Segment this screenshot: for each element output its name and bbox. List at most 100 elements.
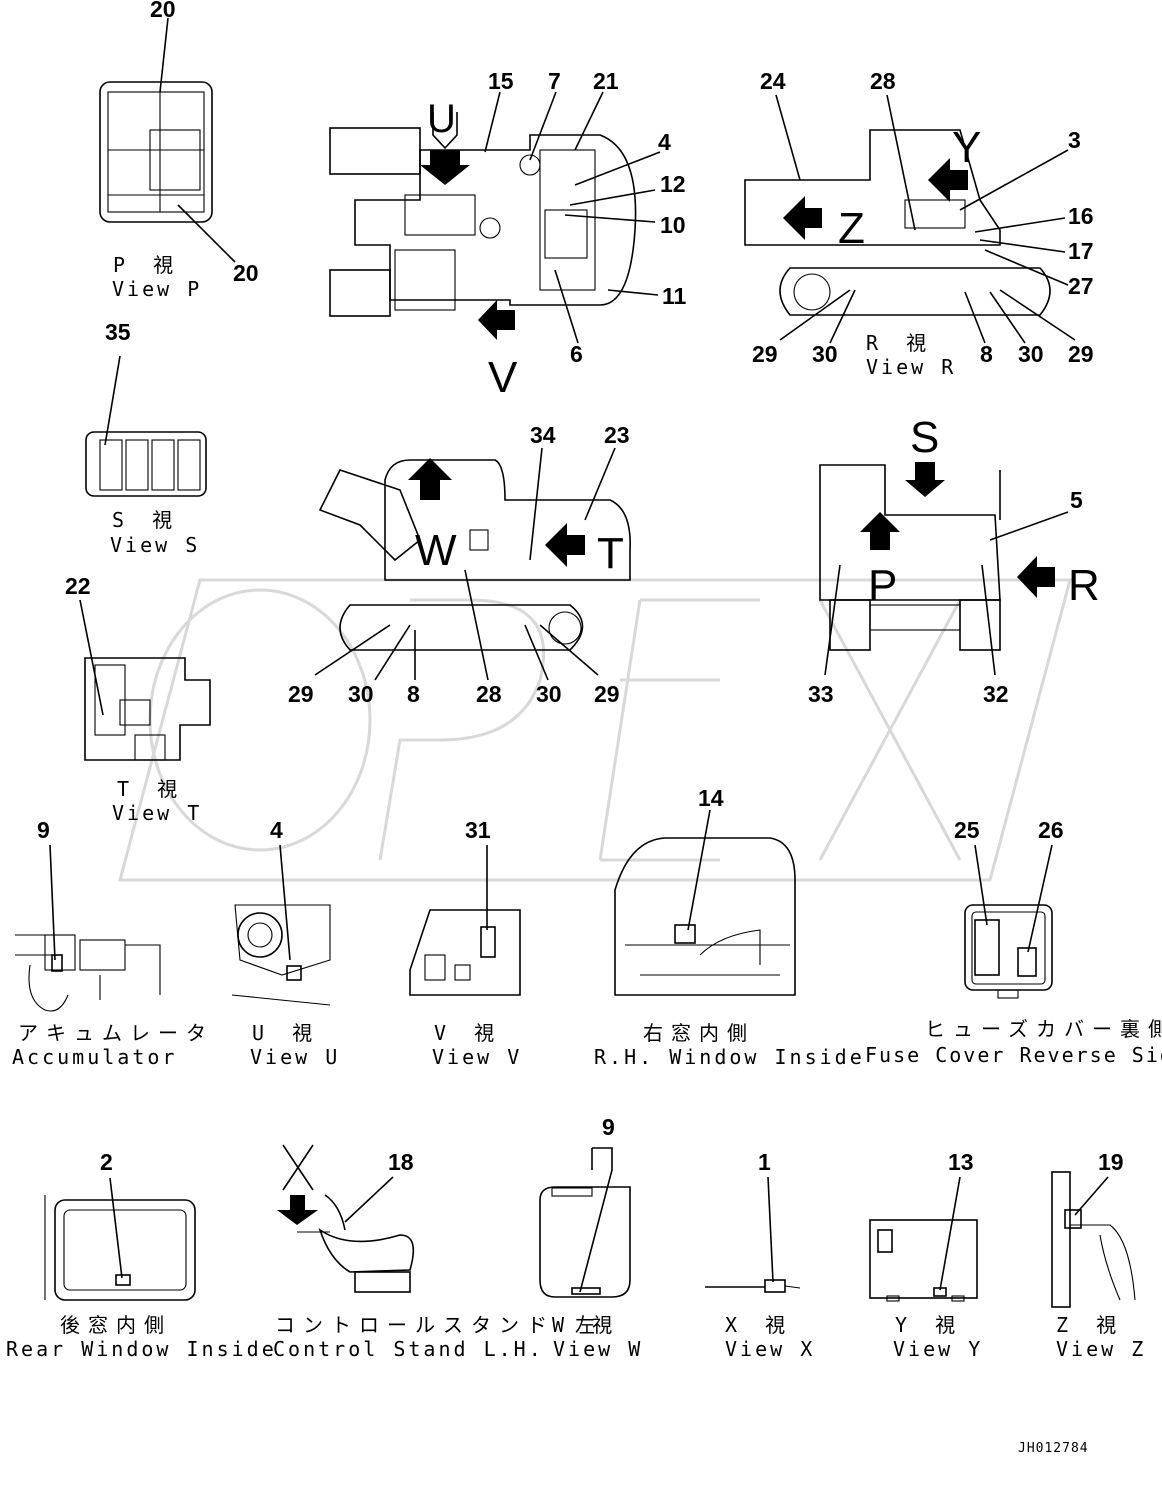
view-x: 1 X 視 View X	[705, 1149, 815, 1361]
callout-11: 11	[662, 283, 687, 309]
arrow-letter-t: T	[597, 529, 624, 578]
arrow-letter-s: S	[910, 413, 939, 462]
view-p-jp: P 視	[113, 253, 181, 277]
callout-r-30-right: 30	[1018, 341, 1044, 367]
view-t: 22 T 視 View T	[65, 573, 211, 825]
control-stand-jp: コントロールスタンド 左	[275, 1313, 603, 1337]
callout-25: 25	[954, 817, 980, 843]
callout-13: 13	[948, 1149, 974, 1175]
control-stand-en: Control Stand L.H.	[273, 1337, 544, 1361]
callout-4-top: 4	[658, 129, 671, 155]
accumulator-jp: アキュムレータ	[18, 1021, 214, 1045]
callout-14: 14	[698, 785, 724, 811]
callout-s-29-right: 29	[594, 681, 620, 707]
callout-24: 24	[760, 68, 786, 94]
callout-r-30-left: 30	[812, 341, 838, 367]
callout-9-w: 9	[602, 1114, 615, 1140]
view-y: 13 Y 視 View Y	[869, 1149, 983, 1361]
callout-17: 17	[1068, 238, 1094, 264]
arrow-letter-p: P	[868, 561, 897, 610]
view-s-jp: S 視	[112, 508, 180, 532]
arrow-letter-w: W	[415, 526, 457, 575]
callout-15: 15	[488, 68, 514, 94]
arrow-letter-v: V	[488, 353, 518, 402]
callout-16: 16	[1068, 203, 1094, 229]
callout-r-29-left: 29	[752, 341, 778, 367]
callout-28-top: 28	[870, 68, 896, 94]
callout-7: 7	[548, 68, 561, 94]
view-r-jp: R 視	[866, 331, 934, 355]
fuse-cover-en: Fuse Cover Reverse Side	[865, 1043, 1162, 1067]
callout-21: 21	[593, 68, 619, 94]
watermark-logo	[118, 578, 1072, 882]
view-p-en: View P	[112, 277, 202, 301]
rear-window-view: 2 後窓内側 Rear Window Inside	[6, 1149, 277, 1361]
callout-r-8: 8	[980, 341, 993, 367]
fuse-cover-view: 25 26 ヒューズカバー裏側 Fuse Cover Reverse Side	[865, 817, 1162, 1067]
view-x-en: View X	[725, 1337, 815, 1361]
arrow-letter-r: R	[1068, 561, 1100, 610]
callout-6: 6	[570, 341, 583, 367]
callout-19: 19	[1098, 1149, 1124, 1175]
callout-31: 31	[465, 817, 491, 843]
view-x-jp: X 視	[725, 1313, 793, 1337]
control-stand-view: 18 コントロールスタンド 左 Control Stand L.H.	[273, 1144, 603, 1361]
rh-window-view: 14 右窓内側 R.H. Window Inside	[594, 785, 865, 1069]
callout-s-30-right: 30	[536, 681, 562, 707]
callout-33: 33	[808, 681, 834, 707]
callout-s-28: 28	[476, 681, 502, 707]
accumulator-view: 9 アキュムレータ Accumulator	[12, 817, 214, 1069]
fuse-cover-jp: ヒューズカバー裏側	[925, 1017, 1162, 1041]
callout-22: 22	[65, 573, 91, 599]
callout-18: 18	[388, 1149, 414, 1175]
view-y-en: View Y	[893, 1337, 983, 1361]
view-v-jp: V 視	[434, 1021, 502, 1045]
callout-20-top: 20	[150, 0, 176, 22]
view-w-jp: W 視	[552, 1313, 620, 1337]
view-r: Z Y 24 28 3 16 17 27 29 30 8 30 29 R 視 V…	[744, 68, 1094, 379]
arrow-letter-u: U	[427, 97, 456, 141]
callout-5: 5	[1070, 487, 1083, 513]
callout-s-8: 8	[407, 681, 420, 707]
callout-23: 23	[604, 422, 630, 448]
rear-window-en: Rear Window Inside	[6, 1337, 277, 1361]
view-t-en: View T	[112, 801, 202, 825]
callout-27: 27	[1068, 273, 1094, 299]
rear-window-jp: 後窓内側	[60, 1313, 172, 1337]
top-plan-view: V 15 7 21 4 12 10 11 6	[329, 68, 687, 402]
view-u-jp: U 視	[252, 1021, 320, 1045]
view-s: 35 S 視 View S	[85, 319, 207, 557]
view-t-jp: T 視	[117, 777, 185, 801]
accumulator-en: Accumulator	[12, 1045, 177, 1069]
callout-34: 34	[530, 422, 556, 448]
view-z-en: View Z	[1056, 1337, 1146, 1361]
view-u-en: View U	[250, 1045, 340, 1069]
view-r-en: View R	[866, 355, 956, 379]
arrow-letter-z: Z	[838, 204, 865, 253]
view-v: 31 V 視 View V	[409, 817, 522, 1069]
callout-2: 2	[100, 1149, 113, 1175]
view-y-jp: Y 視	[895, 1313, 963, 1337]
view-p: 20 20 P 視 View P	[99, 0, 259, 301]
callout-20-right: 20	[233, 260, 259, 286]
callout-s-29-left: 29	[288, 681, 314, 707]
view-s-en: View S	[110, 533, 200, 557]
callout-26: 26	[1038, 817, 1064, 843]
view-v-en: View V	[432, 1045, 522, 1069]
rh-window-jp: 右窓内側	[643, 1021, 755, 1045]
view-z: 19 Z 視 View Z	[1051, 1149, 1146, 1361]
view-w-en: View W	[553, 1337, 643, 1361]
view-z-jp: Z 視	[1056, 1313, 1124, 1337]
callout-s-30-left: 30	[348, 681, 374, 707]
view-u: 4 U 視 View U	[231, 817, 340, 1069]
rh-window-en: R.H. Window Inside	[594, 1045, 865, 1069]
callout-12: 12	[660, 171, 686, 197]
callout-32: 32	[983, 681, 1009, 707]
callout-35: 35	[105, 319, 131, 345]
left-side-view: W T 34 23 29 30 8 28 30 29	[288, 422, 631, 707]
arrow-letter-y: Y	[952, 123, 981, 172]
callout-1: 1	[758, 1149, 771, 1175]
drawing-code: JH012784	[1018, 1441, 1089, 1456]
callout-3: 3	[1068, 127, 1081, 153]
